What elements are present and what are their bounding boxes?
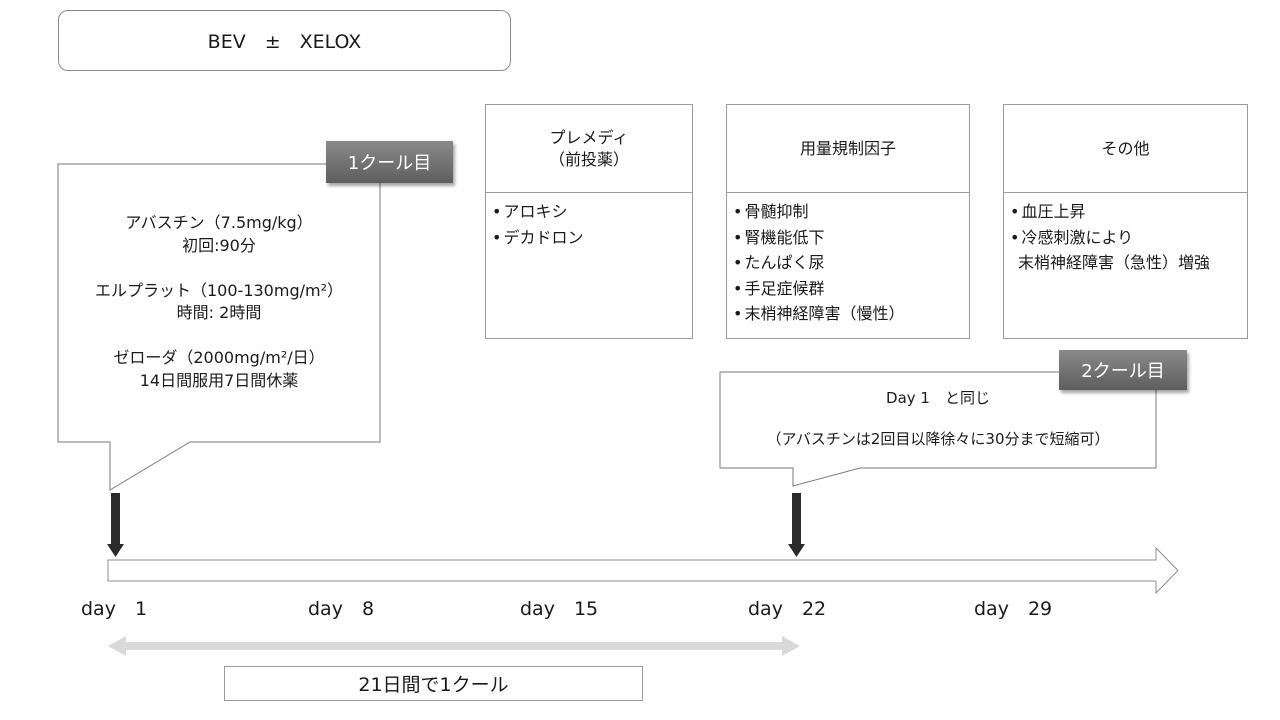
cycle1-line: [58, 257, 380, 280]
cycle1-line: [58, 325, 380, 348]
list-item: アロキシ: [492, 199, 688, 225]
list-item: 腎機能低下: [733, 225, 965, 251]
regimen-title-box: BEV ± XELOX: [58, 10, 511, 71]
cycle1-line: アバスチン（7.5mg/kg）: [125, 213, 313, 232]
panel-title: 用量規制因子: [799, 138, 896, 158]
cycle1-line: ゼローダ（2000mg/m²/日）: [113, 348, 325, 367]
other-panel: その他 血圧上昇 冷感刺激により 末梢神経障害（急性）増強: [1003, 104, 1248, 339]
panel-list: 血圧上昇 冷感刺激により 末梢神経障害（急性）増強: [1010, 199, 1243, 276]
panel-header: プレメディ （前投薬）: [486, 105, 692, 193]
panel-title: その他: [1101, 138, 1150, 158]
timeline-arrow: [107, 546, 1179, 595]
panel-title: プレメディ: [549, 127, 629, 147]
panel-header: その他: [1004, 105, 1247, 193]
list-item: たんぱく尿: [733, 250, 965, 276]
cycle-span-arrow: [108, 636, 800, 656]
day-label: day 1: [81, 598, 148, 620]
cycle2-badge-label: 2クール目: [1081, 361, 1165, 382]
cycle-note: 21日間で1クール: [358, 674, 509, 696]
cycle1-line: エルプラット（100-130mg/m²）: [95, 280, 343, 300]
cycle1-callout-shape: [57, 163, 381, 491]
list-item: 冷感刺激により: [1010, 225, 1243, 251]
premedication-panel: プレメディ （前投薬） アロキシ デカドロン: [485, 104, 693, 339]
list-item: 手足症候群: [733, 276, 965, 302]
regimen-title: BEV ± XELOX: [207, 31, 362, 53]
cycle2-line: （アバスチンは2回目以降徐々に30分まで短縮可）: [766, 429, 1110, 448]
panel-title: （前投薬）: [548, 149, 629, 169]
day-label: day 8: [308, 598, 375, 620]
cycle2-line: Day 1 と同じ: [886, 389, 990, 407]
day-label: day 22: [748, 598, 827, 620]
cycle1-line: 初回:90分: [182, 235, 256, 255]
panel-header: 用量規制因子: [727, 105, 969, 193]
cycle1-line: 14日間服用7日間休薬: [139, 370, 299, 390]
list-item: デカドロン: [492, 225, 688, 251]
list-item: 骨髄抑制: [733, 199, 965, 225]
cycle-note-box: 21日間で1クール: [224, 666, 643, 701]
dose-limiting-panel: 用量規制因子 骨髄抑制 腎機能低下 たんぱく尿 手足症候群 末梢神経障害（慢性）: [726, 104, 970, 339]
panel-list: 骨髄抑制 腎機能低下 たんぱく尿 手足症候群 末梢神経障害（慢性）: [733, 199, 965, 327]
day22-marker-arrow: [788, 493, 805, 557]
list-item: 末梢神経障害（慢性）: [733, 301, 965, 327]
cycle2-badge: 2クール目: [1059, 350, 1187, 390]
list-item-continued: 末梢神経障害（急性）増強: [1018, 253, 1211, 272]
day-label: day 29: [974, 598, 1053, 620]
day-label: day 15: [520, 598, 599, 620]
panel-list: アロキシ デカドロン: [492, 199, 688, 250]
cycle1-line: 時間: 2時間: [176, 303, 262, 322]
day1-marker-arrow: [107, 493, 124, 557]
cycle1-badge: 1クール目: [326, 141, 453, 183]
cycle1-callout-text: アバスチン（7.5mg/kg） 初回:90分 エルプラット（100-130mg/…: [58, 212, 380, 392]
cycle1-badge-label: 1クール目: [347, 153, 432, 174]
cycle2-callout-text: Day 1 と同じ （アバスチンは2回目以降徐々に30分まで短縮可）: [720, 387, 1156, 450]
list-item: 血圧上昇: [1010, 199, 1243, 225]
